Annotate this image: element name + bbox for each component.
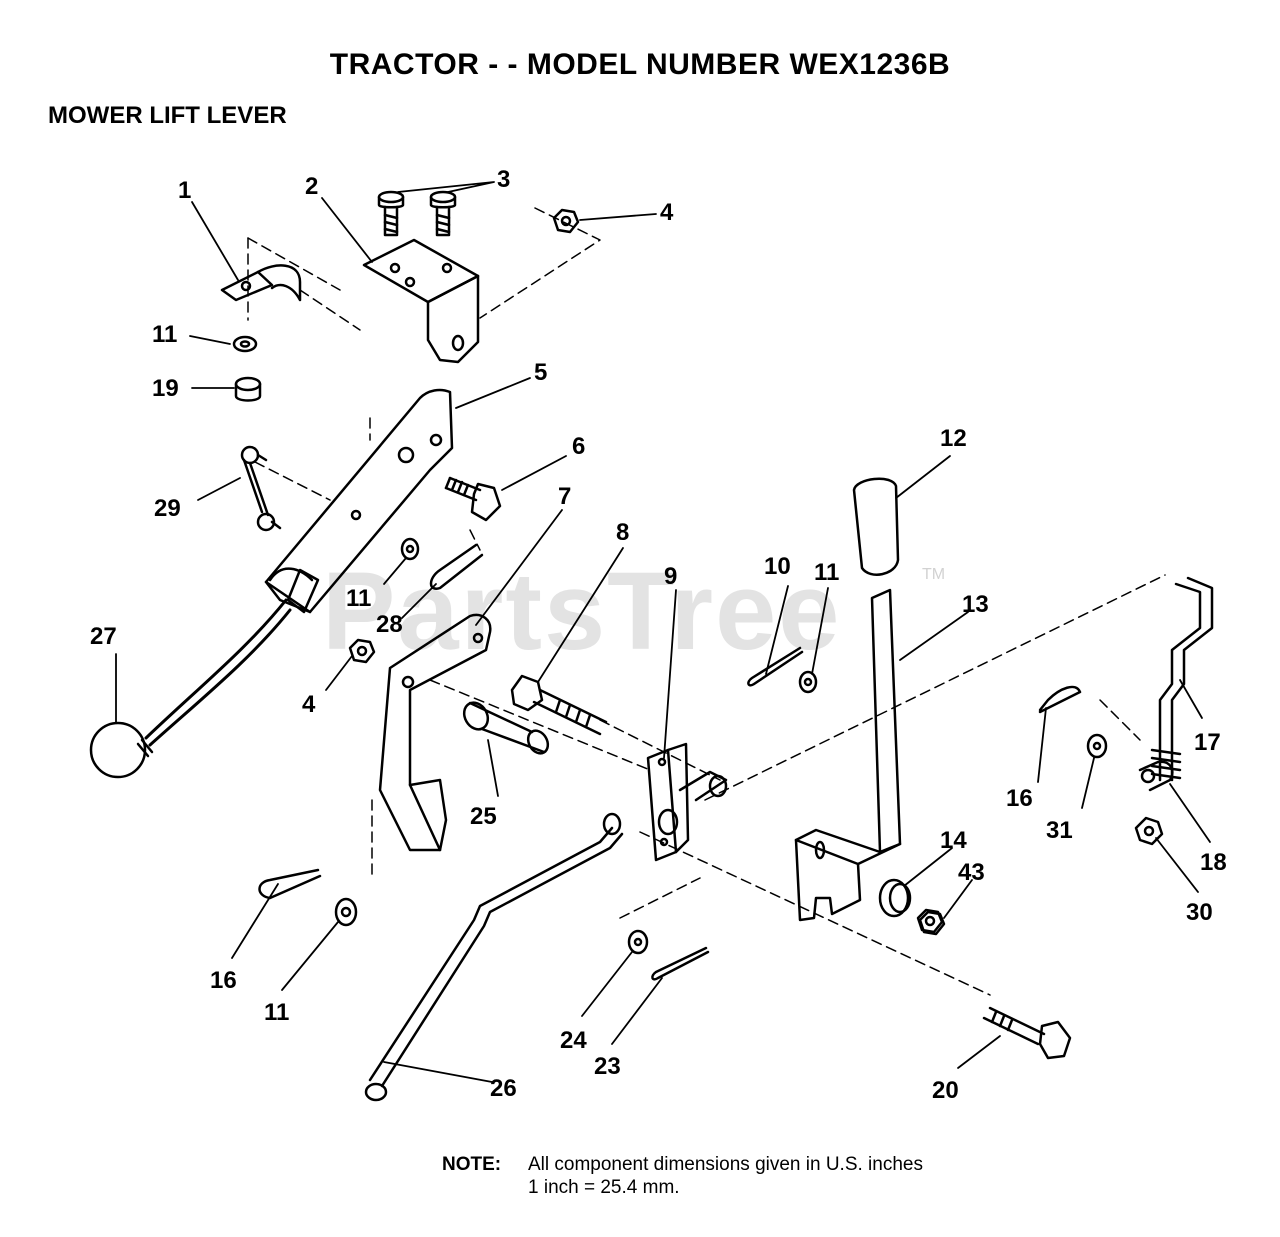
part-5-lift-arm — [136, 388, 454, 758]
callout-7: 7 — [558, 483, 571, 510]
part-2-bracket — [362, 238, 480, 364]
part-31-washer — [1086, 733, 1108, 759]
part-3-bolts — [377, 190, 457, 237]
callout-31: 31 — [1046, 817, 1073, 844]
part-24-washer — [627, 929, 649, 955]
callout-23: 23 — [594, 1053, 621, 1080]
callout-28: 28 — [376, 611, 403, 638]
note-line-1: All component dimensions given in U.S. i… — [528, 1154, 923, 1175]
callout-9: 9 — [664, 563, 677, 590]
callout-10: 10 — [764, 553, 791, 580]
callout-26: 26 — [490, 1075, 517, 1102]
part-23-cotter-pin — [651, 946, 710, 981]
part-19-nut — [234, 376, 262, 402]
part-18-swivel — [1138, 760, 1174, 792]
callout-18: 18 — [1200, 849, 1227, 876]
part-30-nut — [1134, 816, 1164, 846]
callout-20: 20 — [932, 1077, 959, 1104]
callout-13: 13 — [962, 591, 989, 618]
callout-11: 11 — [152, 321, 177, 348]
callout-1: 1 — [178, 177, 191, 204]
callout-27: 27 — [90, 623, 117, 650]
callout-43: 43 — [958, 859, 985, 886]
callout-2: 2 — [305, 173, 318, 200]
alignment-lines — [247, 207, 1166, 996]
part-11-washers — [232, 335, 818, 927]
part-8-bolt — [510, 674, 608, 736]
trademark-mark: TM — [922, 566, 946, 583]
part-27-knob — [89, 721, 147, 779]
callout-11-b: 11 — [814, 559, 839, 586]
part-17-rod — [1150, 576, 1214, 782]
note-line-2: 1 inch = 25.4 mm. — [528, 1177, 680, 1198]
callout-25: 25 — [470, 803, 497, 830]
callout-17: 17 — [1194, 729, 1221, 756]
callout-29: 29 — [154, 495, 181, 522]
callout-5: 5 — [534, 359, 547, 386]
part-6-bolt — [444, 476, 502, 522]
callout-6: 6 — [572, 433, 585, 460]
part-26-rod — [364, 812, 624, 1102]
part-13-lever — [794, 588, 902, 922]
callout-16: 16 — [1006, 785, 1033, 812]
dimensions-note: NOTE: All component dimensions given in U… — [442, 1153, 923, 1199]
part-9-plate — [646, 742, 728, 862]
callout-4-b: 4 — [302, 691, 316, 718]
callout-4: 4 — [660, 199, 674, 226]
callout-3: 3 — [497, 166, 510, 193]
part-25-spacer — [462, 701, 550, 755]
leader-lines — [115, 181, 1211, 1083]
part-10-cotter-pin — [747, 646, 804, 687]
callout-14: 14 — [940, 827, 967, 854]
part-1-clip — [220, 264, 302, 302]
callout-12: 12 — [940, 425, 967, 452]
part-14-spacer — [878, 878, 912, 918]
diagram-subtitle: MOWER LIFT LEVER — [48, 102, 287, 129]
callout-30: 30 — [1186, 899, 1213, 926]
part-29-link — [240, 445, 282, 532]
callout-11-c: 11 — [346, 585, 371, 612]
callout-19: 19 — [152, 375, 179, 402]
callout-8: 8 — [616, 519, 629, 546]
part-20-bolt — [982, 1006, 1072, 1060]
diagram-title: TRACTOR - - MODEL NUMBER WEX1236B — [329, 48, 951, 81]
note-label: NOTE: — [442, 1154, 502, 1175]
callout-16-b: 16 — [210, 967, 237, 994]
part-43-nut — [918, 910, 946, 936]
part-12-handle-grip — [852, 477, 900, 576]
note-text: All component dimensions given in U.S. i… — [528, 1153, 923, 1199]
part-7-bracket — [378, 613, 492, 852]
callout-24: 24 — [560, 1027, 587, 1054]
part-28-hairpin-clip — [429, 543, 484, 590]
callout-11-d: 11 — [264, 999, 289, 1026]
